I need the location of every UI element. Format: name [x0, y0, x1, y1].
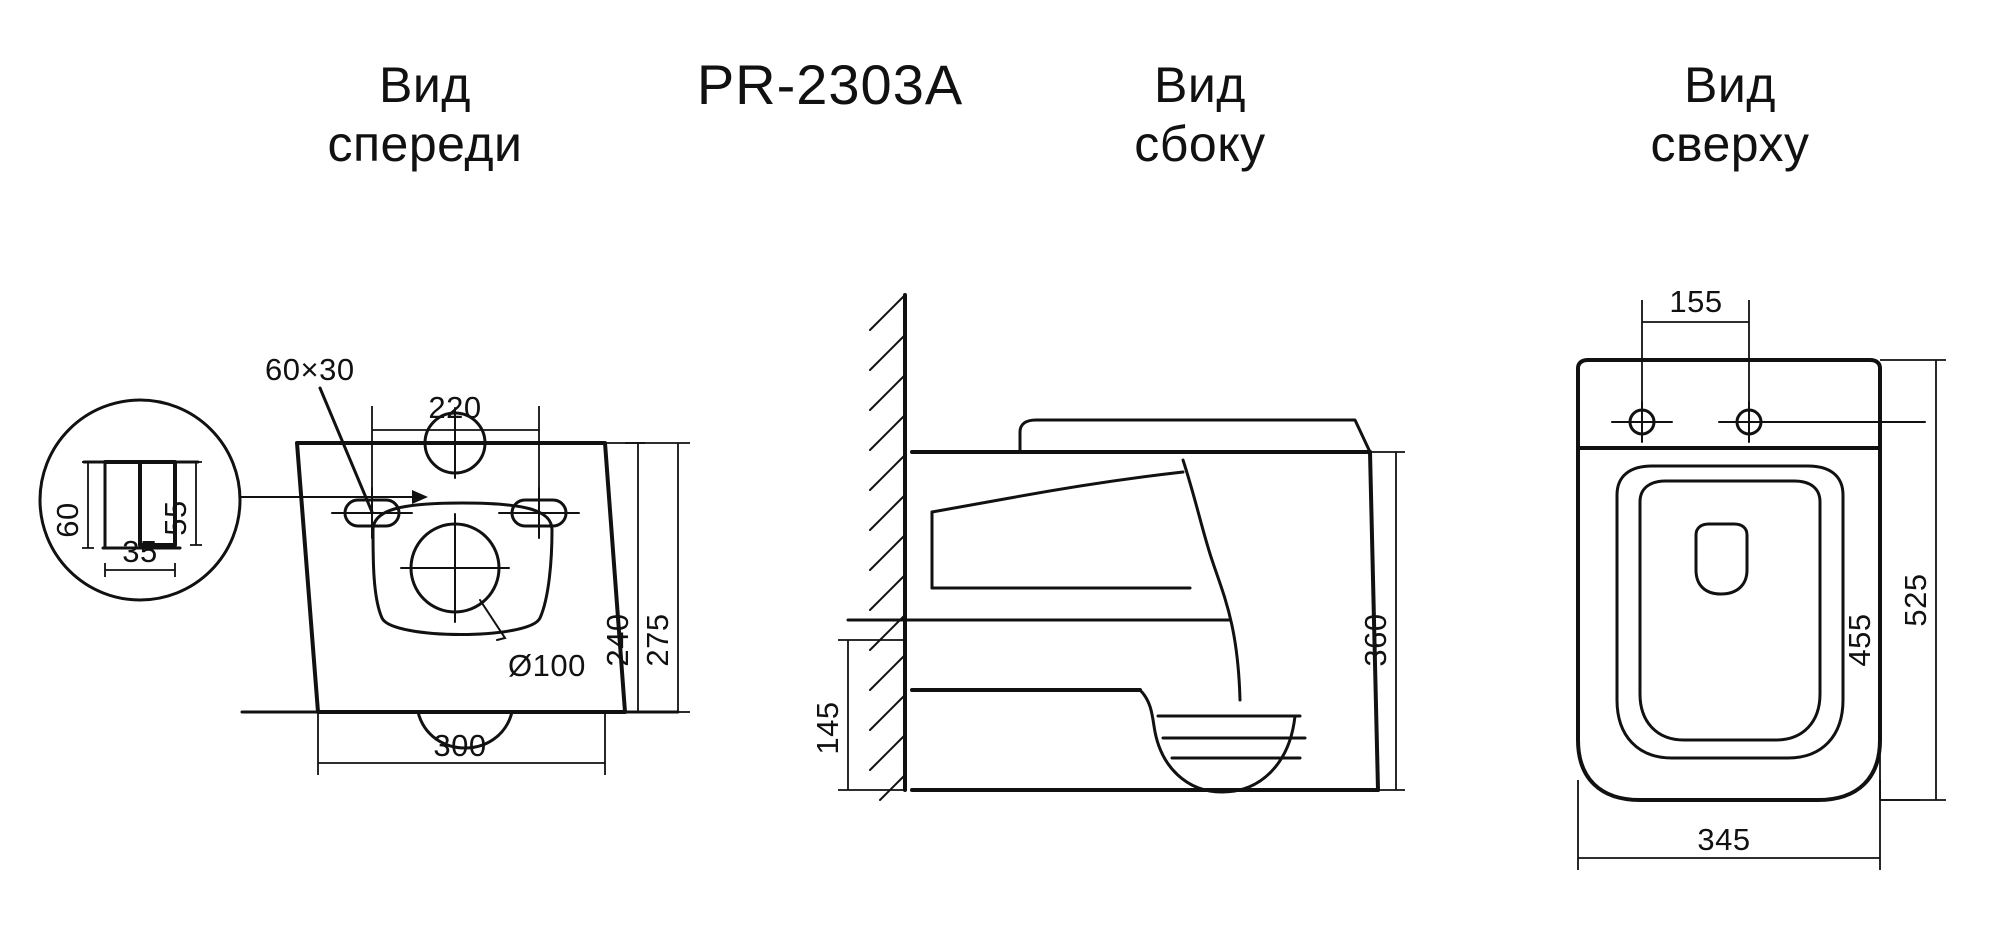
side-view-group: 360 145: [810, 293, 1405, 801]
dim-60-ticks: [82, 461, 94, 549]
top-rim-outer: [1615, 464, 1845, 760]
top-flush-keyhole: [1694, 522, 1749, 596]
dim-455-label: 455: [1842, 613, 1877, 666]
dim-240-label: 240: [600, 613, 635, 666]
dim-detail-35-label: 35: [122, 534, 157, 569]
detail-circle-boundary: [38, 398, 242, 602]
front-bowl-opening: [371, 501, 554, 636]
front-flush-centermark: [419, 407, 491, 479]
side-wall-hatching: [869, 294, 906, 801]
dim-145-label: 145: [810, 701, 845, 754]
top-bolt-hole-left: [1611, 401, 1673, 443]
top-bolt-hole-right: [1718, 401, 1780, 443]
dim-220: 220: [371, 390, 540, 500]
dim-145: 145: [810, 639, 905, 791]
dim-155-label: 155: [1669, 284, 1722, 319]
dim-345: 345: [1577, 780, 1881, 870]
dim-detail-55-label: 55: [158, 500, 193, 535]
side-seat-lid: [1018, 418, 1372, 454]
dim-55-ticks: [190, 461, 202, 546]
dim-345-label: 345: [1697, 822, 1750, 857]
side-trap-hatching: [1156, 714, 1307, 760]
dim-275: 275: [605, 442, 690, 713]
dim-220-label: 220: [428, 390, 481, 425]
dim-bolt-slot-label: 60×30: [265, 352, 355, 387]
dim-360: 360: [1358, 451, 1405, 791]
front-view-group: 60×30 220 Ø100 240: [240, 352, 690, 775]
side-trap-outline: [1138, 688, 1297, 794]
dim-outlet-diameter-label: Ø100: [508, 648, 586, 683]
front-arrowhead: [412, 490, 428, 504]
front-bottom-skirt: [416, 710, 514, 750]
dim-360-label: 360: [1358, 613, 1393, 666]
top-rim-inner: [1638, 479, 1822, 742]
dim-525-label: 525: [1898, 573, 1933, 626]
dim-300-label: 300: [433, 728, 486, 763]
bolt-slot-leader: [318, 386, 374, 514]
side-bowl-inner-curve: [1181, 458, 1242, 702]
dim-35-ticks: [104, 563, 176, 577]
detail-callout-group: 60 55 35: [38, 398, 421, 602]
side-right-outer-profile: [1368, 450, 1380, 792]
dim-155: 155: [1641, 284, 1750, 402]
dim-detail-60-label: 60: [50, 502, 85, 537]
top-back-plate: [1576, 358, 1882, 450]
outlet-diameter-leader: [479, 599, 507, 641]
dim-455: 455: [1842, 421, 1920, 801]
top-body-outline: [1576, 446, 1882, 802]
side-inner-upper-curve: [930, 470, 1185, 514]
dim-525: 525: [1880, 359, 1946, 801]
dim-275-label: 275: [640, 613, 675, 666]
top-view-group: 155 455 525 345: [1576, 284, 1946, 870]
dim-300: 300: [317, 712, 606, 775]
front-outlet-centermark: [400, 513, 510, 623]
